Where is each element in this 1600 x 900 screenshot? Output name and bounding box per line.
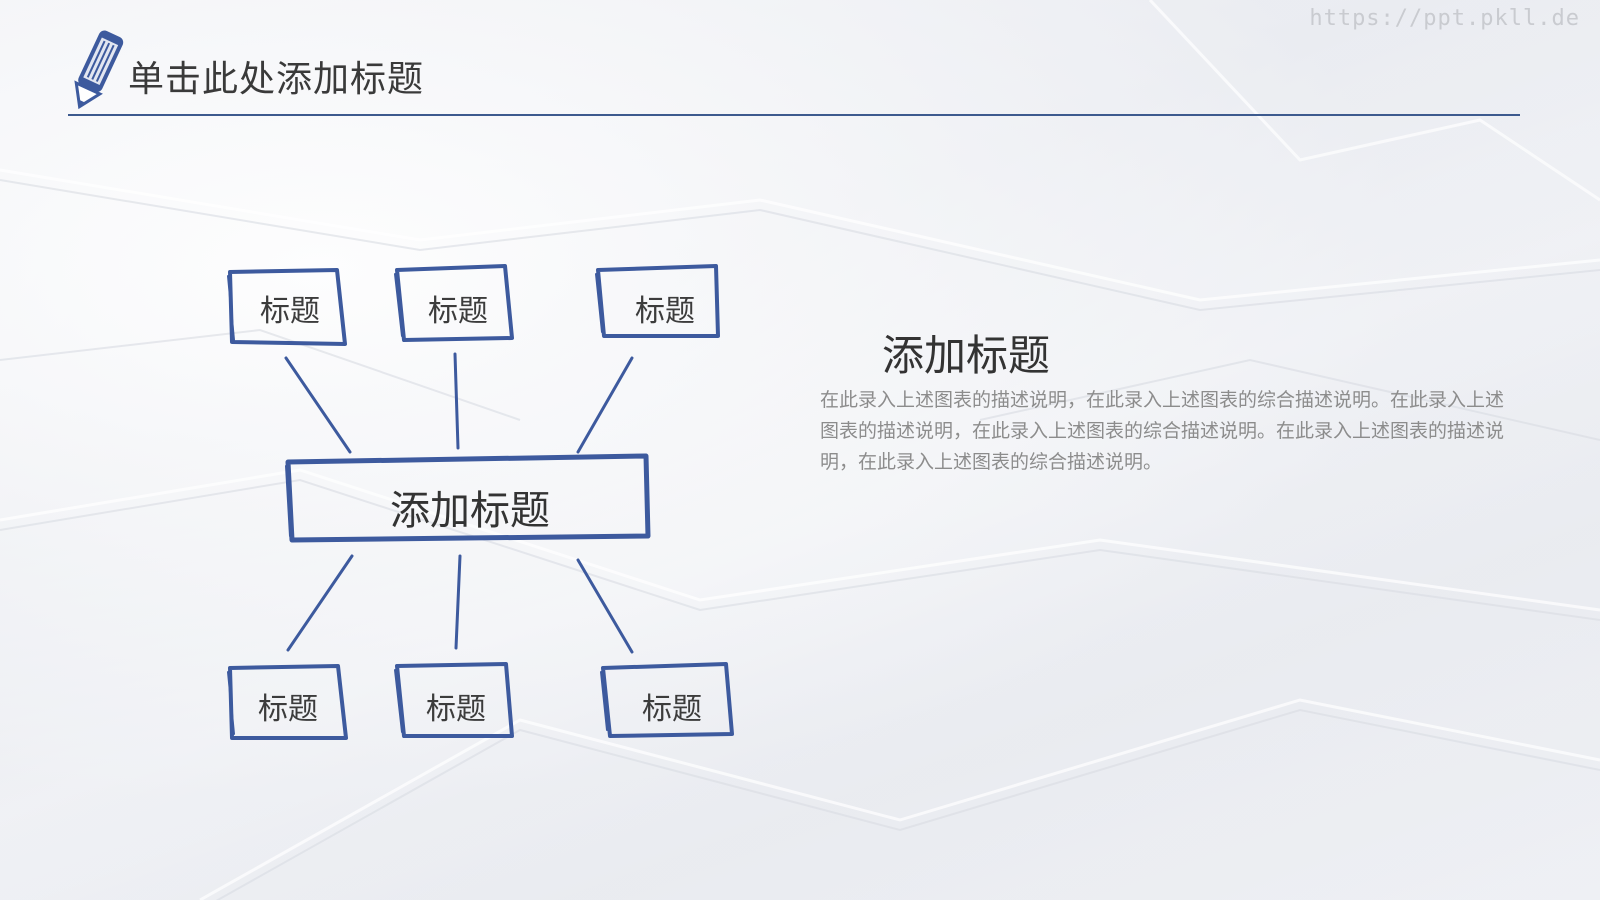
top-node-2[interactable]: 标题 (428, 294, 488, 329)
connector (576, 558, 634, 654)
connector (286, 554, 354, 652)
watermark-url: https://ppt.pkll.de (1309, 6, 1580, 31)
center-box (285, 453, 651, 543)
side-title[interactable]: 添加标题 (882, 331, 1051, 380)
node-box (596, 264, 720, 338)
node-box (601, 662, 734, 738)
pencil-icon (74, 30, 124, 110)
page-title[interactable]: 单击此处添加标题 (128, 59, 425, 100)
center-node[interactable]: 添加标题 (390, 488, 550, 534)
header-divider (68, 114, 1520, 116)
node-box (395, 662, 514, 738)
bottom-node-2[interactable]: 标题 (426, 692, 486, 727)
side-description[interactable]: 在此录入上述图表的描述说明，在此录入上述图表的综合描述说明。在此录入上述图表的描… (820, 389, 1505, 473)
node-box (395, 264, 514, 342)
bottom-node-3[interactable]: 标题 (642, 692, 702, 727)
connector (453, 352, 460, 450)
bottom-node-1[interactable]: 标题 (258, 692, 318, 727)
top-node-1[interactable]: 标题 (260, 294, 320, 329)
connector (576, 356, 634, 454)
connector (284, 356, 352, 454)
connector (454, 554, 462, 650)
top-node-3[interactable]: 标题 (635, 294, 695, 329)
